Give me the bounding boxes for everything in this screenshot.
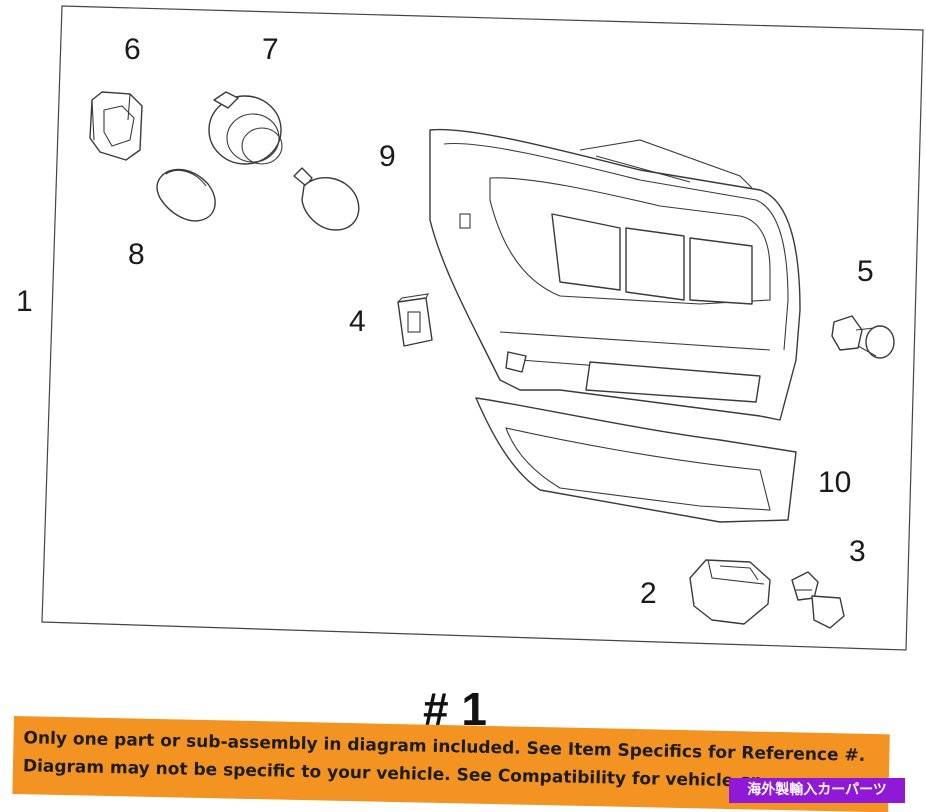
- callout-10: 10: [818, 466, 851, 499]
- callout-8: 8: [128, 238, 145, 271]
- lower-lens-part: [475, 397, 797, 523]
- connector-part: [689, 559, 771, 625]
- watermark-label: 海外製輸入カーパーツ: [729, 778, 905, 803]
- socket-clip-part: [89, 91, 143, 161]
- fastener-part: [791, 571, 845, 629]
- small-bulb-part: [156, 168, 216, 222]
- parts-diagram: 1 2 3 4 5 6 7 8 9 10: [16, 5, 924, 651]
- push-pin-part: [831, 315, 895, 359]
- bulb-socket-part: [208, 91, 283, 165]
- large-bulb-part: [293, 167, 360, 231]
- callout-4: 4: [349, 305, 366, 338]
- callout-5: 5: [857, 255, 874, 288]
- callout-9: 9: [379, 140, 396, 173]
- tail-lamp-assembly-part: [429, 128, 801, 421]
- callout-2: 2: [640, 577, 657, 610]
- callout-3: 3: [849, 535, 866, 568]
- retainer-clip-part: [397, 293, 433, 347]
- callout-6: 6: [124, 33, 141, 66]
- callout-7: 7: [262, 33, 279, 66]
- disclaimer-line-2: Diagram may not be specific to your vehi…: [22, 756, 763, 792]
- callout-1: 1: [16, 285, 33, 318]
